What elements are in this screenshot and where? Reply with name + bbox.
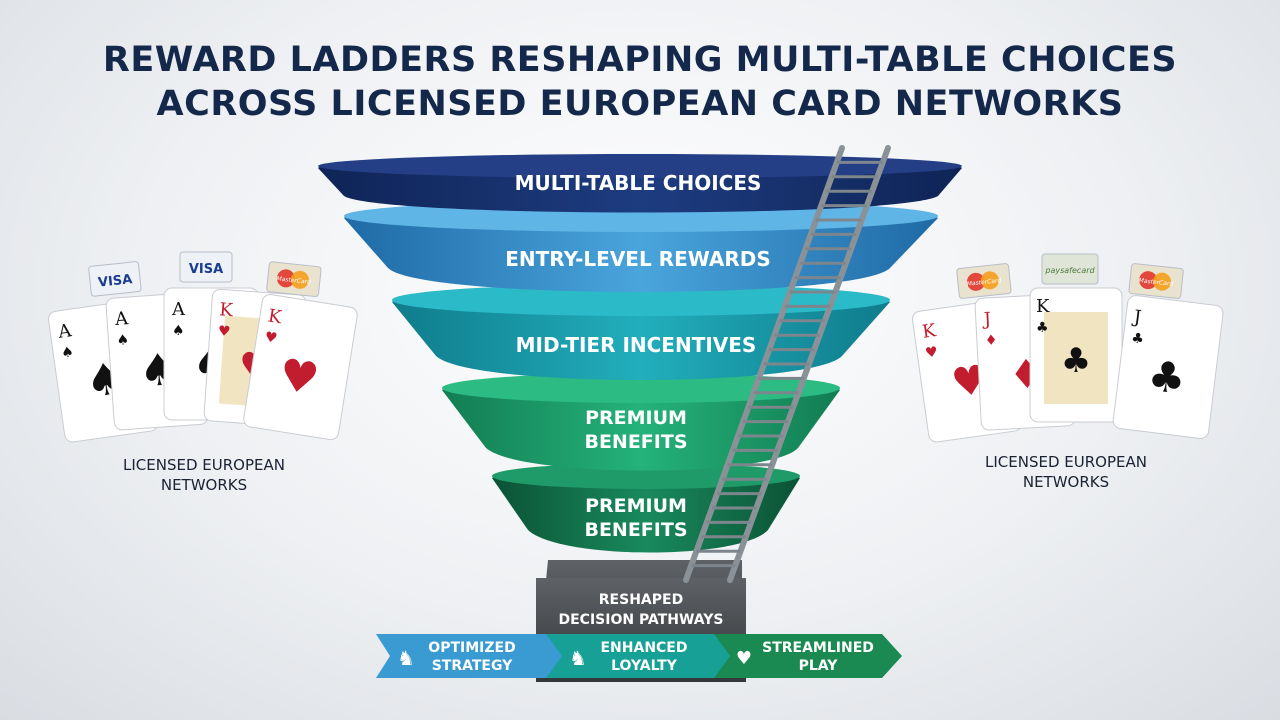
visa-badge [179, 251, 233, 283]
svg-text:STRATEGY: STRATEGY [432, 658, 513, 674]
reward-ladder [683, 145, 891, 583]
playing-card [243, 294, 358, 441]
mastercard-circle [290, 270, 309, 289]
funnel-tier-4: PREMIUM BENEFITS [442, 373, 840, 471]
svg-text:LOYALTY: LOYALTY [611, 658, 678, 674]
outcome-chevrons: ♞ OPTIMIZED STRATEGY ♞ ENHANCED LOYALTY … [376, 634, 902, 678]
card-suit: ♠ [172, 323, 185, 339]
outcome-enhanced-loyalty: ♞ ENHANCED LOYALTY [546, 634, 734, 678]
svg-text:PLAY: PLAY [799, 658, 839, 674]
card-rank: A [113, 308, 129, 330]
tier-5-label-line-1: PREMIUM [585, 495, 687, 517]
mastercard-circle [1153, 272, 1172, 291]
card-suit: ♠ [116, 332, 130, 349]
card-rank: J [981, 309, 991, 330]
title-line-2: ACROSS LICENSED EUROPEAN CARD NETWORKS [156, 84, 1124, 124]
card-suit: ♣ [1130, 330, 1144, 347]
base-label-line-2: DECISION PATHWAYS [559, 612, 724, 628]
card-rank: A [171, 299, 186, 320]
funnel-tier-3: MID-TIER INCENTIVES [392, 284, 890, 380]
knight-icon: ♞ [569, 646, 587, 670]
svg-text:paysafecard: paysafecard [1044, 266, 1095, 275]
tier-5-label-line-2: BENEFITS [584, 519, 687, 541]
funnel-tier-1: MULTI-TABLE CHOICES [318, 154, 962, 213]
tier-1-label: MULTI-TABLE CHOICES [515, 171, 762, 195]
tier-3-label: MID-TIER INCENTIVES [516, 333, 757, 357]
card-suit: ♦ [985, 332, 998, 349]
tier-4-label-line-2: BENEFITS [584, 431, 687, 453]
title-line-1: REWARD LADDERS RESHAPING MULTI-TABLE CHO… [102, 40, 1178, 80]
base-label-line-1: RESHAPED [599, 592, 683, 608]
king-face-art [1044, 312, 1108, 404]
mastercard-circle [980, 271, 999, 290]
tier-4-label-line-1: PREMIUM [585, 407, 687, 429]
page-title: REWARD LADDERS RESHAPING MULTI-TABLE CHO… [0, 38, 1280, 126]
knight-icon: ♞ [397, 646, 415, 670]
tier-2-label: ENTRY-LEVEL REWARDS [505, 247, 771, 271]
card-rank: J [1131, 306, 1143, 328]
card-rank: K [266, 305, 283, 328]
svg-text:MasterCard: MasterCard [1138, 277, 1173, 288]
card-rank: A [56, 320, 74, 343]
card-pip: ♥ [275, 349, 322, 406]
card-suit: ♣ [1036, 320, 1049, 336]
card-suit: ♥ [924, 344, 939, 362]
svg-text:VISA: VISA [97, 272, 133, 291]
outcome-optimized-strategy: ♞ OPTIMIZED STRATEGY [376, 634, 566, 678]
heart-icon: ♥ [736, 648, 752, 669]
card-pip: ♣ [1061, 341, 1091, 381]
left-card-fan: A ♠ ♠ A ♠ ♠ A ♠ ♠ K ♥ ♥ K ♥ ♥ [47, 251, 358, 443]
svg-text:MasterCard: MasterCard [966, 277, 1001, 288]
mastercard-circle [1139, 271, 1158, 290]
mastercard-circle [966, 272, 985, 291]
mastercard-circle [276, 269, 295, 288]
paysafecard-badge [1041, 253, 1099, 285]
svg-text:STREAMLINED: STREAMLINED [762, 640, 874, 656]
visa-badge [88, 261, 142, 297]
right-networks-label: LICENSED EUROPEAN NETWORKS [985, 453, 1147, 491]
card-suit: ♠ [60, 344, 75, 362]
svg-text:MasterCard: MasterCard [276, 275, 311, 286]
svg-text:VISA: VISA [189, 262, 223, 277]
funnel-tier-2: ENTRY-LEVEL REWARDS [344, 200, 938, 292]
svg-text:ENHANCED: ENHANCED [600, 640, 687, 656]
svg-text:OPTIMIZED: OPTIMIZED [428, 640, 515, 656]
card-rank: K [1036, 296, 1050, 317]
card-suit: ♥ [263, 329, 278, 347]
card-rank: K [921, 320, 938, 343]
card-pip: ♣ [1145, 351, 1188, 404]
left-networks-label: LICENSED EUROPEAN NETWORKS [123, 456, 285, 494]
right-card-fan: K ♥ ♥ J ♦ ♦ K ♣ ♣ J ♣ ♣ MasterCard [911, 253, 1224, 443]
outcome-streamlined-play: ♥ STREAMLINED PLAY [714, 634, 902, 678]
card-rank: K [219, 299, 234, 321]
playing-card [1112, 295, 1224, 439]
card-suit: ♥ [217, 323, 231, 340]
